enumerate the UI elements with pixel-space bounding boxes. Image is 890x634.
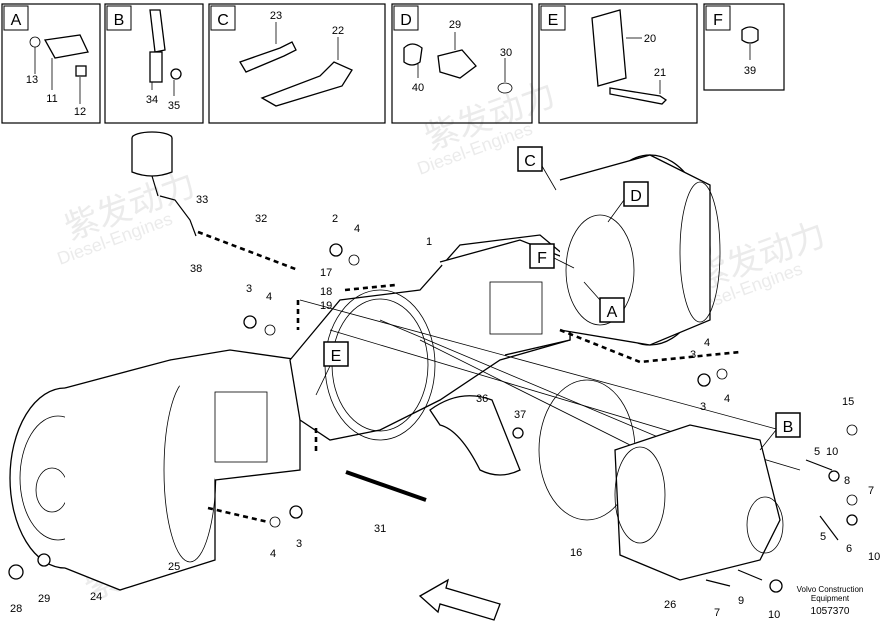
label: 22	[332, 25, 344, 37]
label: 7	[868, 485, 874, 497]
label: E	[548, 12, 559, 29]
panel-c: C 23 22	[208, 3, 386, 124]
label: 23	[270, 10, 282, 22]
label: 24	[90, 591, 102, 603]
label: C	[524, 153, 536, 170]
label: 36	[476, 393, 488, 405]
label: D	[630, 188, 642, 205]
panel-b: B 34 35	[104, 3, 204, 124]
label: 7	[714, 607, 720, 619]
footer-line-1: Volvo Construction	[797, 585, 864, 594]
label: 3	[690, 349, 696, 361]
panel-f: F 39	[703, 3, 785, 91]
label: 4	[354, 223, 360, 235]
label: 31	[374, 523, 386, 535]
label: 17	[320, 267, 332, 279]
label: 6	[846, 543, 852, 555]
label: 38	[190, 263, 202, 275]
label: 12	[74, 106, 86, 118]
label: 18	[320, 286, 332, 298]
label: 11	[46, 93, 57, 105]
label: 32	[255, 213, 267, 225]
label: 8	[844, 475, 850, 487]
label: 40	[412, 82, 424, 94]
label: 3	[296, 538, 302, 550]
label: 16	[570, 547, 582, 559]
label: 9	[738, 595, 744, 607]
footer-code: 1057370	[811, 606, 850, 617]
label: 30	[500, 47, 512, 59]
panel-e: E 20 21	[538, 3, 698, 124]
label: 28	[10, 603, 22, 615]
panel-d: D 29 30 40	[391, 3, 533, 124]
panel-a: A 13 11 12	[1, 3, 101, 124]
label: 4	[270, 548, 276, 560]
label: 19	[320, 300, 332, 312]
label: 20	[644, 33, 656, 45]
label: 4	[266, 291, 272, 303]
label: D	[400, 12, 412, 29]
label: B	[783, 419, 794, 436]
label: 10	[768, 609, 780, 621]
label: 5	[814, 446, 820, 458]
label: 25	[168, 561, 180, 573]
label: 10	[826, 446, 838, 458]
label: 33	[196, 194, 208, 206]
label: 3	[700, 401, 706, 413]
label: 37	[514, 409, 526, 421]
label: 5	[820, 531, 826, 543]
footer-line-2: Equipment	[811, 594, 850, 603]
label: C	[217, 12, 229, 29]
label: 26	[664, 599, 676, 611]
label: E	[331, 348, 342, 365]
label: 21	[654, 67, 666, 79]
label: 39	[744, 65, 756, 77]
label: A	[11, 12, 22, 29]
label: 29	[38, 593, 50, 605]
label: 34	[146, 94, 158, 106]
label: F	[713, 12, 723, 29]
label: 4	[704, 337, 710, 349]
label: 1	[426, 236, 432, 248]
footer: Volvo Construction Equipment 1057370	[797, 585, 864, 617]
label: 2	[332, 213, 338, 225]
part-number-labels: 33 38 32 2 4 17 18 19 1 3 4 3 4 36 37 3 …	[10, 194, 880, 621]
label: 35	[168, 100, 180, 112]
label: 13	[26, 74, 38, 86]
label: 29	[449, 19, 461, 31]
label: 15	[842, 396, 854, 408]
label: F	[537, 250, 547, 267]
label: 4	[724, 393, 730, 405]
label: 10	[868, 551, 880, 563]
axle-assembly	[8, 131, 858, 621]
view-callouts: C D F A E B	[315, 146, 801, 451]
label: B	[114, 12, 125, 29]
label: 3	[246, 283, 252, 295]
label: A	[607, 304, 618, 321]
